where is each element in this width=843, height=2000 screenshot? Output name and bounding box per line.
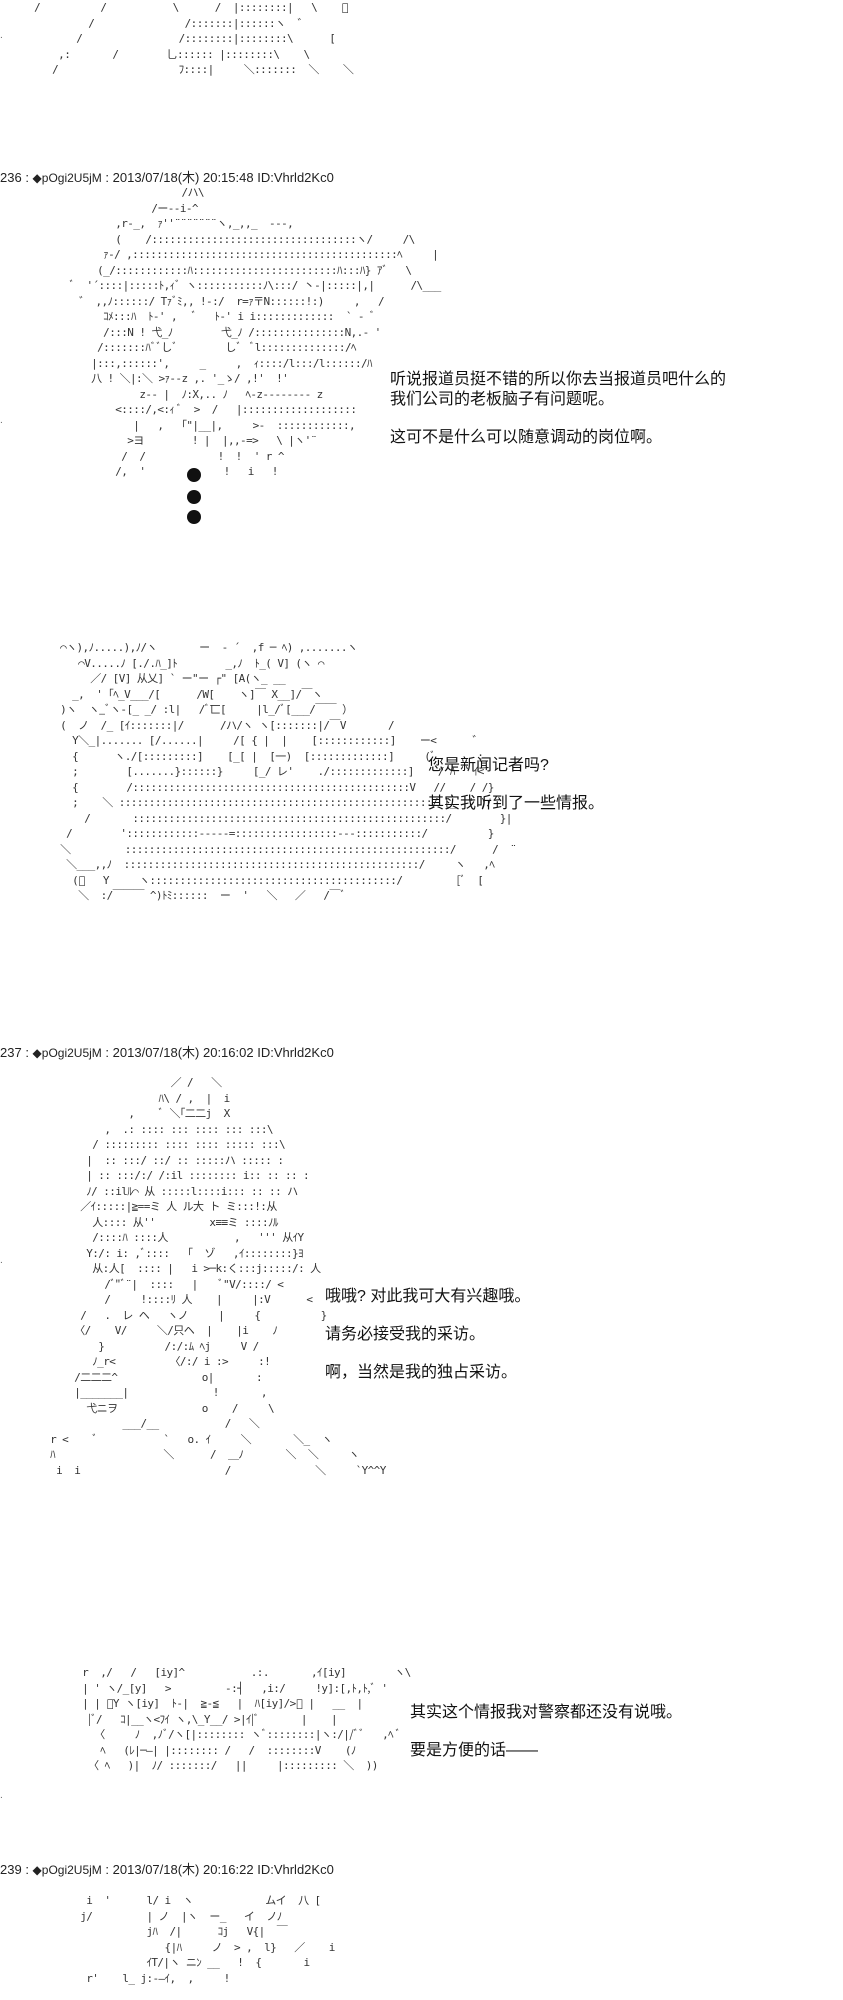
dialogue-line: 其实这个情报我对警察都还没有说哦。	[410, 1704, 683, 1721]
edge-mark: .	[0, 1790, 3, 1801]
poster-name: ◆pOgi2U5jM	[32, 1046, 102, 1060]
post-datetime: 2013/07/18(木) 20:15:48	[112, 170, 254, 185]
edge-mark: .	[0, 30, 3, 41]
post-number: 236	[0, 170, 22, 185]
dialogue-block: 其实这个情报我对警察都还没有说哦。 要是方便的话——	[410, 1703, 682, 1761]
post-number: 237	[0, 1045, 22, 1060]
post-datetime: 2013/07/18(木) 20:16:22	[112, 1862, 254, 1877]
post-number: 239	[0, 1862, 22, 1877]
poster-name: ◆pOgi2U5jM	[32, 1863, 102, 1877]
post-header: 237 : ◆pOgi2U5jM : 2013/07/18(木) 20:16:0…	[0, 1045, 334, 1060]
dialogue-line: 要是方便的话——	[410, 1742, 539, 1759]
poster-name: ◆pOgi2U5jM	[32, 171, 102, 185]
dialogue-line: 听说报道员挺不错的所以你去当报道员吧什么的	[390, 371, 727, 388]
post-header: 239 : ◆pOgi2U5jM : 2013/07/18(木) 20:16:2…	[0, 1862, 334, 1877]
dialogue-line: 您是新闻记者吗?	[428, 757, 549, 774]
poster-id: ID:Vhrld2Kc0	[257, 170, 334, 185]
dialogue-line: 我们公司的老板脑子有问题呢。	[390, 391, 615, 408]
dialogue-block: 听说报道员挺不错的所以你去当报道员吧什么的 我们公司的老板脑子有问题呢。 这可不…	[390, 370, 726, 448]
dialogue-line: 其实我听到了一些情报。	[428, 795, 605, 812]
ascii-art-top-fragment: / / \ / |::::::::| \ ﾞ / /:::::::|::::::…	[34, 1, 354, 76]
ascii-art-character: i ' l/ i ヽ ムイ 八 [ j/ | ノ |ヽ ー_ イ ノﾉ jﾊ /…	[80, 1894, 335, 1985]
ascii-art-character: /ハ\ /ー--i-^ ,r-_, ｧ''¨¨¨¨¨¨¨ヽ,_,,_ ---, …	[67, 186, 441, 478]
edge-mark: .	[0, 415, 3, 426]
post-header: 236 : ◆pOgi2U5jM : 2013/07/18(木) 20:15:4…	[0, 170, 334, 185]
poster-id: ID:Vhrld2Kc0	[257, 1045, 334, 1060]
dialogue-block: 您是新闻记者吗? 其实我听到了一些情报。	[428, 756, 604, 814]
poster-id: ID:Vhrld2Kc0	[257, 1862, 334, 1877]
button-dot	[187, 468, 201, 482]
edge-mark: .	[0, 1255, 3, 1266]
post-datetime: 2013/07/18(木) 20:16:02	[112, 1045, 254, 1060]
ascii-art-character: ⌒ヽ),ﾉ.....),ﾉ/ヽ ー ‐ ´ ,f ─ ﾍ) ,.......ヽ …	[60, 641, 517, 902]
dialogue-block: 哦哦? 对此我可大有兴趣哦。 请务必接受我的采访。 啊，当然是我的独占采访。	[325, 1287, 530, 1383]
ascii-art-character: ／ / ＼ ﾊ\ / , | i , ﾞ ＼｢二二j X , .: :::: :…	[50, 1076, 386, 1477]
dialogue-line: 哦哦? 对此我可大有兴趣哦。	[325, 1288, 531, 1305]
button-dot	[187, 510, 201, 524]
dialogue-line: 啊，当然是我的独占采访。	[325, 1364, 518, 1381]
ascii-art-character: r ,/ / [iy]^ .:. ,ｲ[iy] ヽ\ | ' ヽ/_[y] > …	[82, 1666, 411, 1772]
button-dot	[187, 490, 201, 504]
dialogue-line: 这可不是什么可以随意调动的岗位啊。	[390, 429, 663, 446]
dialogue-line: 请务必接受我的采访。	[325, 1326, 486, 1343]
